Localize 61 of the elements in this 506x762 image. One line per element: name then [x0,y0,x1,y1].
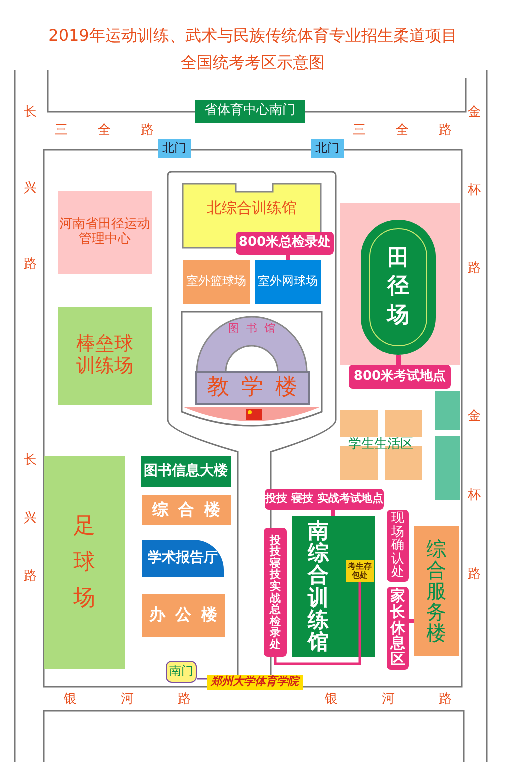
callout-text: 800米总检录处 [238,236,332,251]
building-label: 学术报告厅 [148,550,218,567]
court-label: 室外网球场 [258,275,318,289]
building-block [142,495,231,525]
gate-sign [195,100,305,123]
callout-text: 800米考试地点 [354,370,446,384]
callout-bubble [387,510,409,582]
location-label: 郑州大学体育学院 [211,676,299,689]
building-label: 河南省田径运动管理中心 [58,218,152,248]
callout-bubble [387,587,409,670]
building-block [195,371,310,405]
callout-bubble [264,528,287,657]
building-label: 图书信息大楼 [144,463,228,480]
road-name: 银河路 [64,691,235,708]
sports-field [44,456,125,669]
location-label: 考生存包处 [347,562,373,580]
building-block [292,516,375,657]
building-label: 综合楼 [152,500,230,520]
building-label: 办公楼 [150,606,228,625]
road-name: 三全路 [55,122,184,139]
leader-line [197,678,207,680]
callout-text: 投技寝技实战总检录处 [270,534,281,650]
gate-label: 北门 [316,142,340,156]
road-name: 长兴路 [24,452,37,586]
building-label: 综合服务楼 [426,538,446,644]
sports-court [255,260,321,304]
building-group [340,410,422,480]
callout-bubble [265,489,384,510]
field-label: 棒垒球训练场 [76,334,134,378]
field-label: 田径场 [388,244,410,330]
callout-text: 南门 [170,665,194,679]
building-label: 教学楼 [208,375,310,401]
callout-bubble [166,661,197,683]
callout-bubble [349,365,451,389]
gate-label: 省体育中心南门 [204,104,296,119]
gate-sign [311,139,344,158]
building-label: 南综合训练馆 [308,520,329,653]
gate-sign [158,139,191,158]
area-label: 学生生活区 [348,438,414,452]
building-block [142,594,225,637]
building-block [142,540,224,577]
diagram-title: 2019年运动训练、武术与民族传统体育专业招生柔道项目全国统考考区示意图 [48,25,458,74]
road-name: 长兴路 [24,104,37,274]
callout-text: 家长休息区 [390,589,406,668]
building-block [141,456,231,487]
field-label: 足球场 [74,512,96,612]
location-sign [207,675,303,690]
building-label: 北综合训练馆 [207,200,297,218]
callout-bubble [236,232,334,255]
callout-text: 投技 寝技 实战考试地点 [266,493,384,506]
building-label: 图书馆 [228,322,282,336]
court-label: 室外篮球场 [186,275,246,289]
building-block [414,526,459,656]
road-name: 银河路 [325,691,496,708]
sports-field [58,307,152,405]
callout-text: 现场确认处 [392,512,404,580]
gate-label: 北门 [162,142,186,156]
library-arch [196,316,308,372]
sports-court [183,260,250,304]
building-block [58,191,152,274]
road-name: 金杯路 [468,408,481,584]
